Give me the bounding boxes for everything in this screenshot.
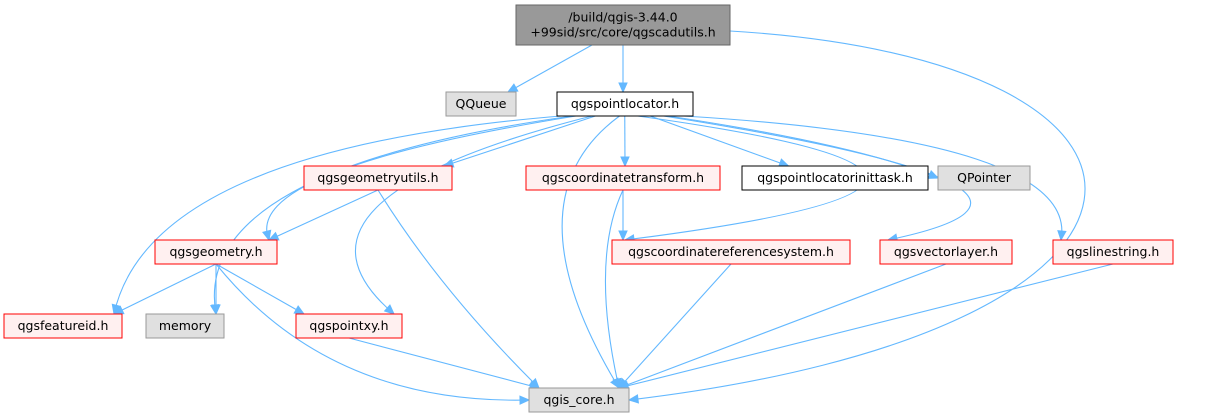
node-label-qgsvectorlayer: qgsvectorlayer.h [894, 244, 998, 259]
node-label-qgscoordinatereferencesystem: qgscoordinatereferencesystem.h [628, 244, 834, 259]
node-label-qgscoordinatetransform: qgscoordinatetransform.h [542, 170, 704, 185]
edge-qgspointlocator-to-memory [213, 115, 573, 315]
node-qgspointlocator[interactable]: qgspointlocator.h [556, 91, 694, 117]
edge-qgspointlocator-to-qgslinestring [683, 115, 1063, 241]
node-box-memory[interactable] [145, 313, 225, 339]
node-box-qgscoordinatetransform[interactable] [525, 165, 721, 191]
node-box-root[interactable] [515, 4, 731, 46]
arrowhead-qgspointlocator-to-qgscoordinatetransform [620, 156, 630, 168]
node-label-root: /build/qgis-3.44.0 [568, 10, 677, 25]
edge-root-to-qqueue [507, 44, 593, 93]
arrowhead-qgscoordinatetransform-to-qgscoordinatereferencesystem [618, 230, 628, 242]
node-label-qqueue: QQueue [456, 96, 507, 111]
node-label-qgspointlocatorinittask: qgspointlocatorinittask.h [757, 170, 913, 185]
nodes-layer: /build/qgis-3.44.0+99sid/src/core/qgscad… [3, 4, 1174, 413]
arrowhead-qgscoordinatetransform-to-qgis_core [612, 377, 622, 390]
edge-qgsgeometryutils-to-qgis_core [377, 189, 540, 389]
node-memory[interactable]: memory [145, 313, 225, 339]
node-label-qgspointxy: qgspointxy.h [309, 318, 388, 333]
edge-qgslinestring-to-qgis_core [618, 263, 1114, 389]
node-label-qgsgeometry: qgsgeometry.h [169, 244, 262, 259]
arrowhead-qgspointlocator-to-qgsgeometry [262, 229, 272, 242]
node-label-memory: memory [159, 318, 212, 333]
edge-qgspointlocator-to-qgspointxy [354, 115, 593, 315]
node-box-qgsgeometry[interactable] [154, 239, 278, 265]
node-box-qgis_core[interactable] [528, 387, 630, 413]
node-qqueue[interactable]: QQueue [445, 91, 517, 117]
node-box-qgspointxy[interactable] [295, 313, 403, 339]
node-qgsfeatureid[interactable]: qgsfeatureid.h [3, 313, 123, 339]
arrowhead-qgsgeometry-to-qgspointxy [293, 305, 306, 315]
node-qgspointlocatorinittask[interactable]: qgspointlocatorinittask.h [741, 165, 929, 191]
edge-qgspointlocator-to-qgsgeometryutils [443, 115, 596, 167]
node-box-qgsgeometryutils[interactable] [303, 165, 453, 191]
node-box-qgspointlocator[interactable] [556, 91, 694, 117]
edge-root-to-qgis_core [628, 30, 1086, 401]
node-box-qgsfeatureid[interactable] [3, 313, 123, 339]
node-box-qgspointlocatorinittask[interactable] [741, 165, 929, 191]
arrowhead-qgspointlocator-to-qgslinestring [1057, 230, 1067, 242]
arrowhead-root-to-qqueue [506, 83, 519, 93]
node-box-qqueue[interactable] [445, 91, 517, 117]
node-label-qgsfeatureid: qgsfeatureid.h [18, 318, 109, 333]
node-qgscoordinatetransform[interactable]: qgscoordinatetransform.h [525, 165, 721, 191]
arrowhead-qgsgeometry-to-qgis_core [519, 395, 531, 405]
edge-qgspointlocator-to-qgsfeatureid [113, 115, 562, 315]
edge-qgsgeometry-to-qgsfeatureid [113, 263, 217, 315]
arrowhead-root-to-qgis_core [627, 394, 640, 404]
node-root[interactable]: /build/qgis-3.44.0+99sid/src/core/qgscad… [515, 4, 731, 46]
node-label-qpointer: QPointer [957, 170, 1012, 185]
arrowhead-qgsgeometry-to-memory [211, 304, 221, 316]
node-box-qgslinestring[interactable] [1052, 239, 1174, 265]
edge-qgsgeometry-to-qgspointxy [215, 263, 305, 315]
node-box-qgscoordinatereferencesystem[interactable] [611, 239, 851, 265]
edge-qgspointxy-to-qgis_core [348, 337, 540, 389]
node-label-qgsgeometryutils: qgsgeometryutils.h [317, 170, 438, 185]
node-qpointer[interactable]: QPointer [937, 165, 1031, 191]
edge-qgspointlocator-to-qgis_core [561, 115, 620, 389]
node-qgis_core[interactable]: qgis_core.h [528, 387, 630, 413]
edge-qgsvectorlayer-to-qgis_core [618, 263, 947, 389]
node-qgsgeometryutils[interactable]: qgsgeometryutils.h [303, 165, 453, 191]
node-qgspointxy[interactable]: qgspointxy.h [295, 313, 403, 339]
edge-qgsgeometryutils-to-qgsgeometry [268, 189, 379, 241]
node-box-qgsvectorlayer[interactable] [879, 239, 1013, 265]
arrowhead-root-to-qgspointlocator [618, 82, 628, 94]
node-qgsgeometry[interactable]: qgsgeometry.h [154, 239, 278, 265]
edges-layer [111, 30, 1114, 405]
node-label-qgspointlocator: qgspointlocator.h [571, 96, 679, 111]
node-label-root: +99sid/src/core/qgscadutils.h [530, 25, 715, 40]
node-box-qpointer[interactable] [937, 165, 1031, 191]
edge-qgscoordinatereferencesystem-to-qgis_core [618, 263, 732, 389]
node-label-qgis_core: qgis_core.h [543, 392, 614, 407]
node-qgsvectorlayer[interactable]: qgsvectorlayer.h [879, 239, 1013, 265]
node-qgslinestring[interactable]: qgslinestring.h [1052, 239, 1174, 265]
arrowhead-qgspointlocator-to-qgspointxy [383, 304, 395, 315]
edge-qgsgeometry-to-qgis_core [215, 263, 530, 401]
node-label-qgslinestring: qgslinestring.h [1067, 244, 1160, 259]
edge-qgspointlocator-to-qgspointlocatorinittask [650, 115, 789, 167]
node-qgscoordinatereferencesystem[interactable]: qgscoordinatereferencesystem.h [611, 239, 851, 265]
edge-qgscoordinatetransform-to-qgis_core [604, 189, 624, 389]
